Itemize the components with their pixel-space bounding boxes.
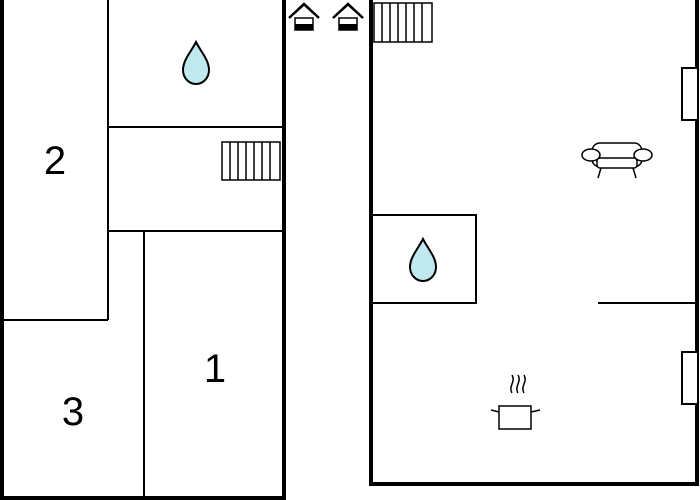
sofa-icon <box>581 142 653 179</box>
room-3-label: 3 <box>62 390 84 434</box>
window-icon <box>681 351 699 405</box>
cooking-pot-icon <box>490 374 541 430</box>
left-unit <box>0 0 286 500</box>
room-2-label: 2 <box>44 139 66 183</box>
stairs-icon <box>221 141 281 181</box>
right-bathroom-wall <box>371 214 477 304</box>
water-drop-icon <box>408 236 438 283</box>
room-1-label: 1 <box>204 347 226 391</box>
window-icon <box>681 67 699 121</box>
right-unit <box>369 0 699 486</box>
stairs-icon <box>373 2 433 43</box>
house-entrance-icon <box>332 2 364 31</box>
right-unit-outer-wall <box>369 0 699 486</box>
house-entrance-icon <box>288 2 320 31</box>
water-drop-icon <box>181 39 211 86</box>
